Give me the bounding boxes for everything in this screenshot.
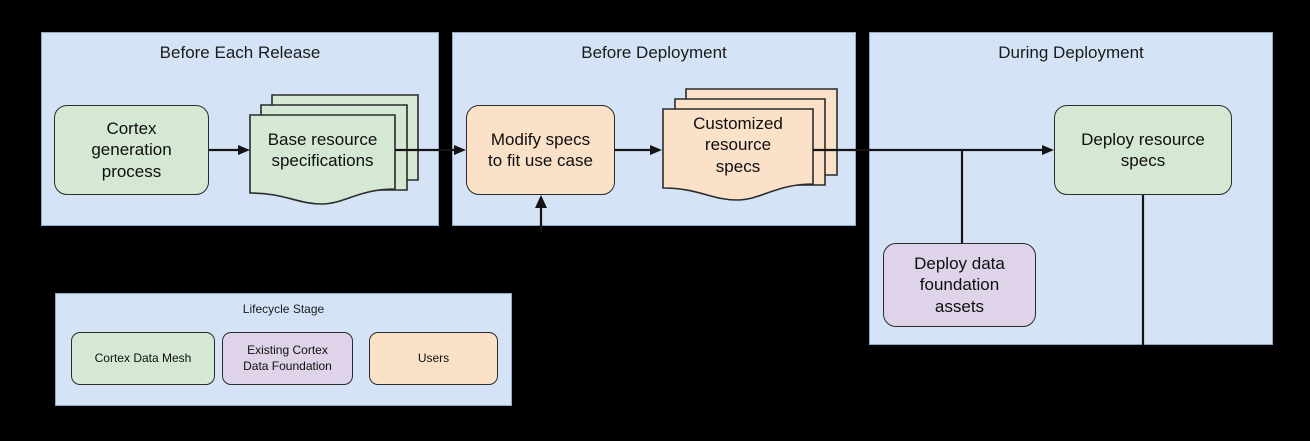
legend-item-existing-cortex-data-foundation[interactable]: Existing Cortex Data Foundation <box>222 332 353 385</box>
node-deploy-resource-specs[interactable]: Deploy resource specs <box>1054 105 1232 195</box>
legend-item-cortex-data-mesh[interactable]: Cortex Data Mesh <box>71 332 215 385</box>
arrowhead <box>238 145 250 155</box>
panel-title-before-each-release: Before Each Release <box>159 43 321 62</box>
document-stack-icon <box>662 88 838 201</box>
document-stack-icon <box>249 94 419 205</box>
node-label: Base resource specifications <box>267 129 378 170</box>
legend: Lifecycle Stage Cortex Data Mesh Existin… <box>55 293 512 406</box>
arrowhead <box>650 145 662 155</box>
arrowhead <box>454 145 466 155</box>
node-cortex-generation-process[interactable]: Cortex generation process <box>54 105 209 195</box>
legend-title: Lifecycle Stage <box>242 302 325 316</box>
arrowhead <box>1042 145 1054 155</box>
node-modify-specs[interactable]: Modify specs to fit use case <box>466 105 615 195</box>
node-base-resource-specifications[interactable]: Base resource specifications <box>249 87 419 205</box>
panel-title-during-deployment: During Deployment <box>998 43 1144 62</box>
node-label: Customized resource specs <box>693 113 783 176</box>
panel-title-before-deployment: Before Deployment <box>581 43 727 62</box>
node-customized-resource-specs[interactable]: Customized resource specs <box>662 85 838 205</box>
node-deploy-data-foundation-assets[interactable]: Deploy data foundation assets <box>883 243 1036 327</box>
arrowhead <box>535 195 547 208</box>
legend-item-users[interactable]: Users <box>369 332 498 385</box>
